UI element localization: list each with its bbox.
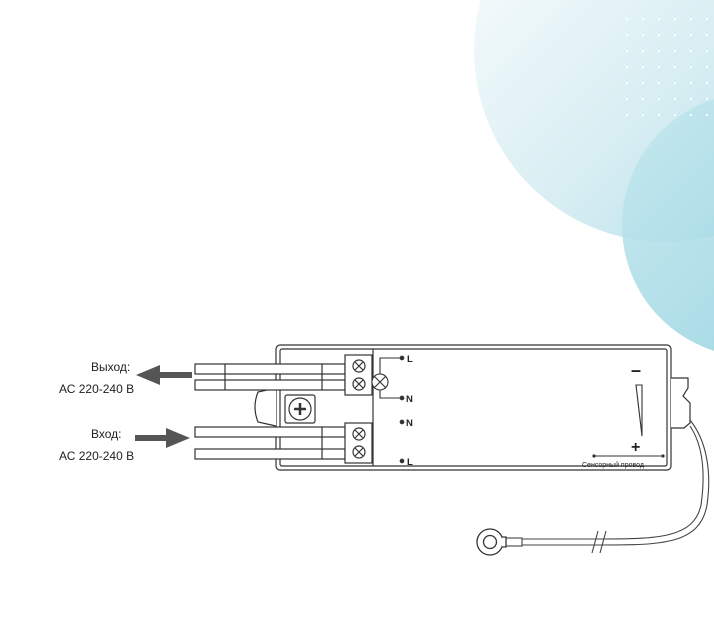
input-title: Вход: xyxy=(91,427,121,441)
terminal-supply-l: L xyxy=(407,457,413,468)
lamp-circuit xyxy=(371,355,405,464)
output-terminal-block xyxy=(344,354,373,396)
plus-sign: + xyxy=(631,439,640,456)
dot-grid xyxy=(624,8,714,118)
terminal-supply-n: N xyxy=(406,418,413,429)
output-voltage: АС 220-240 В xyxy=(59,382,134,396)
terminal-load-l: L xyxy=(407,354,413,365)
minus-sign: – xyxy=(631,360,641,380)
background-decoration xyxy=(474,0,714,351)
ring-terminal-icon xyxy=(476,528,507,556)
terminal-load-n: N xyxy=(406,394,413,405)
output-arrow xyxy=(136,365,192,385)
sensitivity-wedge-icon xyxy=(635,384,643,437)
sensor-wire-label: Сенсорный провод xyxy=(582,461,644,469)
input-arrow xyxy=(135,428,190,448)
mounting-screw xyxy=(284,394,316,424)
input-voltage: АС 220-240 В xyxy=(59,449,134,463)
sensor-cable xyxy=(503,419,710,554)
output-title: Выход: xyxy=(91,360,130,374)
small-gradient-circle xyxy=(622,99,714,351)
input-terminal-block xyxy=(344,422,373,464)
